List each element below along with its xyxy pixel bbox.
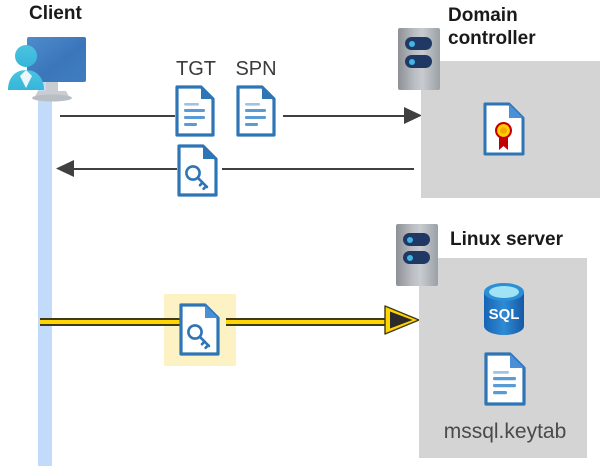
svg-text:SQL: SQL — [489, 306, 520, 323]
request-line-segment-2 — [283, 115, 413, 117]
response-arrowhead-left — [56, 160, 74, 177]
domain-controller-label: Domain controller — [448, 4, 598, 50]
tgt-label: TGT — [176, 58, 216, 80]
key-document-icon-response — [177, 144, 218, 197]
document-icon-keytab — [484, 352, 526, 406]
keytab-file-label: mssql.keytab — [443, 420, 567, 443]
client-label: Client — [29, 3, 82, 24]
spn-label: SPN — [235, 58, 277, 80]
certificate-document-icon — [483, 102, 525, 156]
linux-server-label: Linux server — [450, 229, 563, 250]
linux-server-server-rack-icon — [396, 224, 438, 286]
response-line-segment-2 — [222, 168, 414, 170]
document-icon-tgt — [175, 85, 215, 137]
response-line-segment-1 — [72, 168, 177, 170]
sql-database-icon: SQL — [480, 281, 528, 337]
request-arrowhead-right — [404, 107, 422, 124]
domain-controller-server-rack-icon — [398, 28, 440, 90]
client-lifeline — [38, 72, 52, 466]
client-computer-user-icon — [4, 28, 92, 106]
service-ticket-line-segment-1 — [40, 318, 180, 326]
service-ticket-line-segment-2 — [226, 318, 389, 326]
key-document-icon-service-ticket — [179, 303, 220, 356]
service-ticket-arrowhead-right — [384, 305, 420, 335]
domain-controller-label-line2: controller — [448, 28, 536, 49]
document-icon-spn — [236, 85, 276, 137]
request-line-segment-1 — [60, 115, 175, 117]
domain-controller-label-line1: Domain — [448, 5, 518, 26]
